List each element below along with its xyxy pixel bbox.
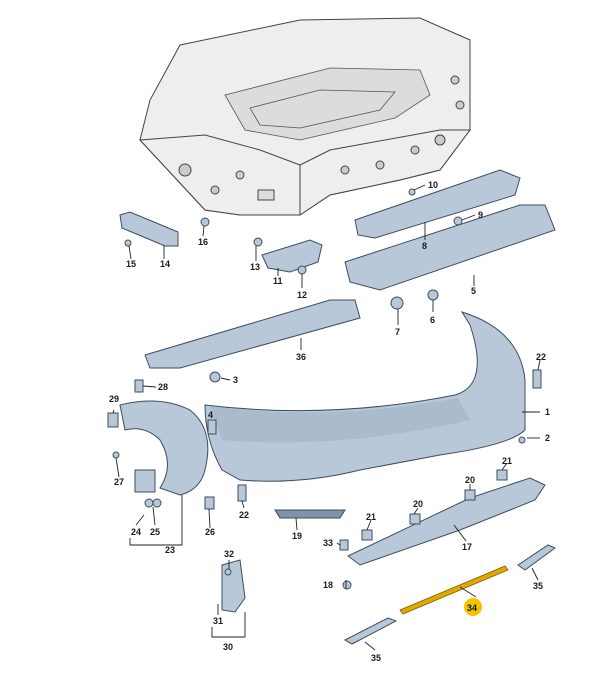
part-25-screw-a: [144, 498, 154, 508]
callout-1: 1: [545, 407, 550, 417]
part-19-strip: [274, 509, 346, 519]
part-21-bracket-b: [496, 469, 508, 481]
part-16-clip: [200, 217, 210, 227]
callout-32: 32: [224, 549, 234, 559]
callout-3: 3: [233, 375, 238, 385]
callout-25: 25: [150, 527, 160, 537]
callout-21-a: 21: [366, 512, 376, 522]
part-3-clip: [209, 371, 221, 383]
part-12-nut: [297, 265, 307, 275]
part-29-clip: [107, 412, 119, 428]
part-33-clip: [339, 539, 349, 551]
callout-34: 34: [467, 603, 477, 613]
leader-lines: [112, 184, 541, 651]
callout-14: 14: [160, 259, 170, 269]
part-20-bracket-a: [409, 513, 421, 525]
part-26-bracket: [204, 496, 215, 510]
part-14-bracket: [119, 211, 179, 247]
part-17-diffuser: [347, 477, 546, 566]
callout-16: 16: [198, 237, 208, 247]
callout-5: 5: [471, 286, 476, 296]
callout-30: 30: [223, 642, 233, 652]
part-13-bolt: [253, 237, 263, 247]
callout-12: 12: [297, 290, 307, 300]
callout-26: 26: [205, 527, 215, 537]
part-25-screw-b: [152, 498, 162, 508]
part-27-clip: [112, 451, 120, 459]
callout-10: 10: [428, 180, 438, 190]
callout-4: 4: [208, 410, 213, 420]
callout-18: 18: [323, 580, 333, 590]
part-36-lower-absorber: [144, 299, 361, 369]
callout-28: 28: [158, 382, 168, 392]
callout-27: 27: [114, 477, 124, 487]
part-31-mud-flap: [221, 559, 246, 613]
part-4-bracket: [207, 419, 217, 435]
part-20-bracket-b: [464, 489, 476, 501]
car-body-rear: [138, 17, 471, 216]
callout-20-b: 20: [465, 475, 475, 485]
part-21-bracket-a: [361, 529, 373, 541]
part-10-bolt: [408, 188, 416, 196]
callout-35-b: 35: [371, 653, 381, 663]
part-9-nut: [453, 216, 463, 226]
part-23-wheelhouse-liner: [119, 400, 209, 496]
callout-22-a: 22: [536, 352, 546, 362]
callout-34-highlight: [464, 598, 482, 616]
callout-24: 24: [131, 527, 141, 537]
part-5-reinforcement-beam: [344, 204, 556, 291]
callout-23: 23: [165, 545, 175, 555]
part-15-clip: [124, 239, 132, 247]
callout-2: 2: [545, 433, 550, 443]
callout-31: 31: [213, 616, 223, 626]
callout-7: 7: [395, 327, 400, 337]
callout-33: 33: [323, 538, 333, 548]
part-35-trim-right: [517, 544, 557, 571]
callout-29: 29: [109, 394, 119, 404]
callout-21-b: 21: [502, 456, 512, 466]
callout-22-b: 22: [239, 510, 249, 520]
callout-35-a: 35: [533, 581, 543, 591]
part-18-clip: [342, 580, 352, 590]
part-28-clip: [134, 379, 144, 393]
part-2-clip: [518, 436, 526, 444]
part-6-bolt: [427, 289, 439, 301]
part-24-panel: [134, 469, 156, 493]
callout-20: 20: [413, 499, 423, 509]
callout-13: 13: [250, 262, 260, 272]
part-22-bracket-right: [532, 369, 542, 389]
callout-17: 17: [462, 542, 472, 552]
callout-6: 6: [430, 315, 435, 325]
callout-labels: 1 2 3 4 5 6 7 8 9 10 11 12 13 14 15 16 1…: [109, 180, 550, 663]
callout-19: 19: [292, 531, 302, 541]
callout-11: 11: [273, 276, 283, 286]
part-11-bracket: [261, 239, 323, 273]
callout-9: 9: [478, 210, 483, 220]
part-32-screw: [224, 568, 232, 576]
callout-8: 8: [422, 241, 427, 251]
part-7-bolt: [390, 296, 404, 310]
part-35-trim-left: [343, 617, 398, 645]
part-22-bracket-left: [237, 484, 247, 502]
callout-15: 15: [126, 259, 136, 269]
part-34-trim-strip: [399, 565, 509, 615]
part-8-energy-absorber: [354, 169, 521, 239]
callout-36: 36: [296, 352, 306, 362]
